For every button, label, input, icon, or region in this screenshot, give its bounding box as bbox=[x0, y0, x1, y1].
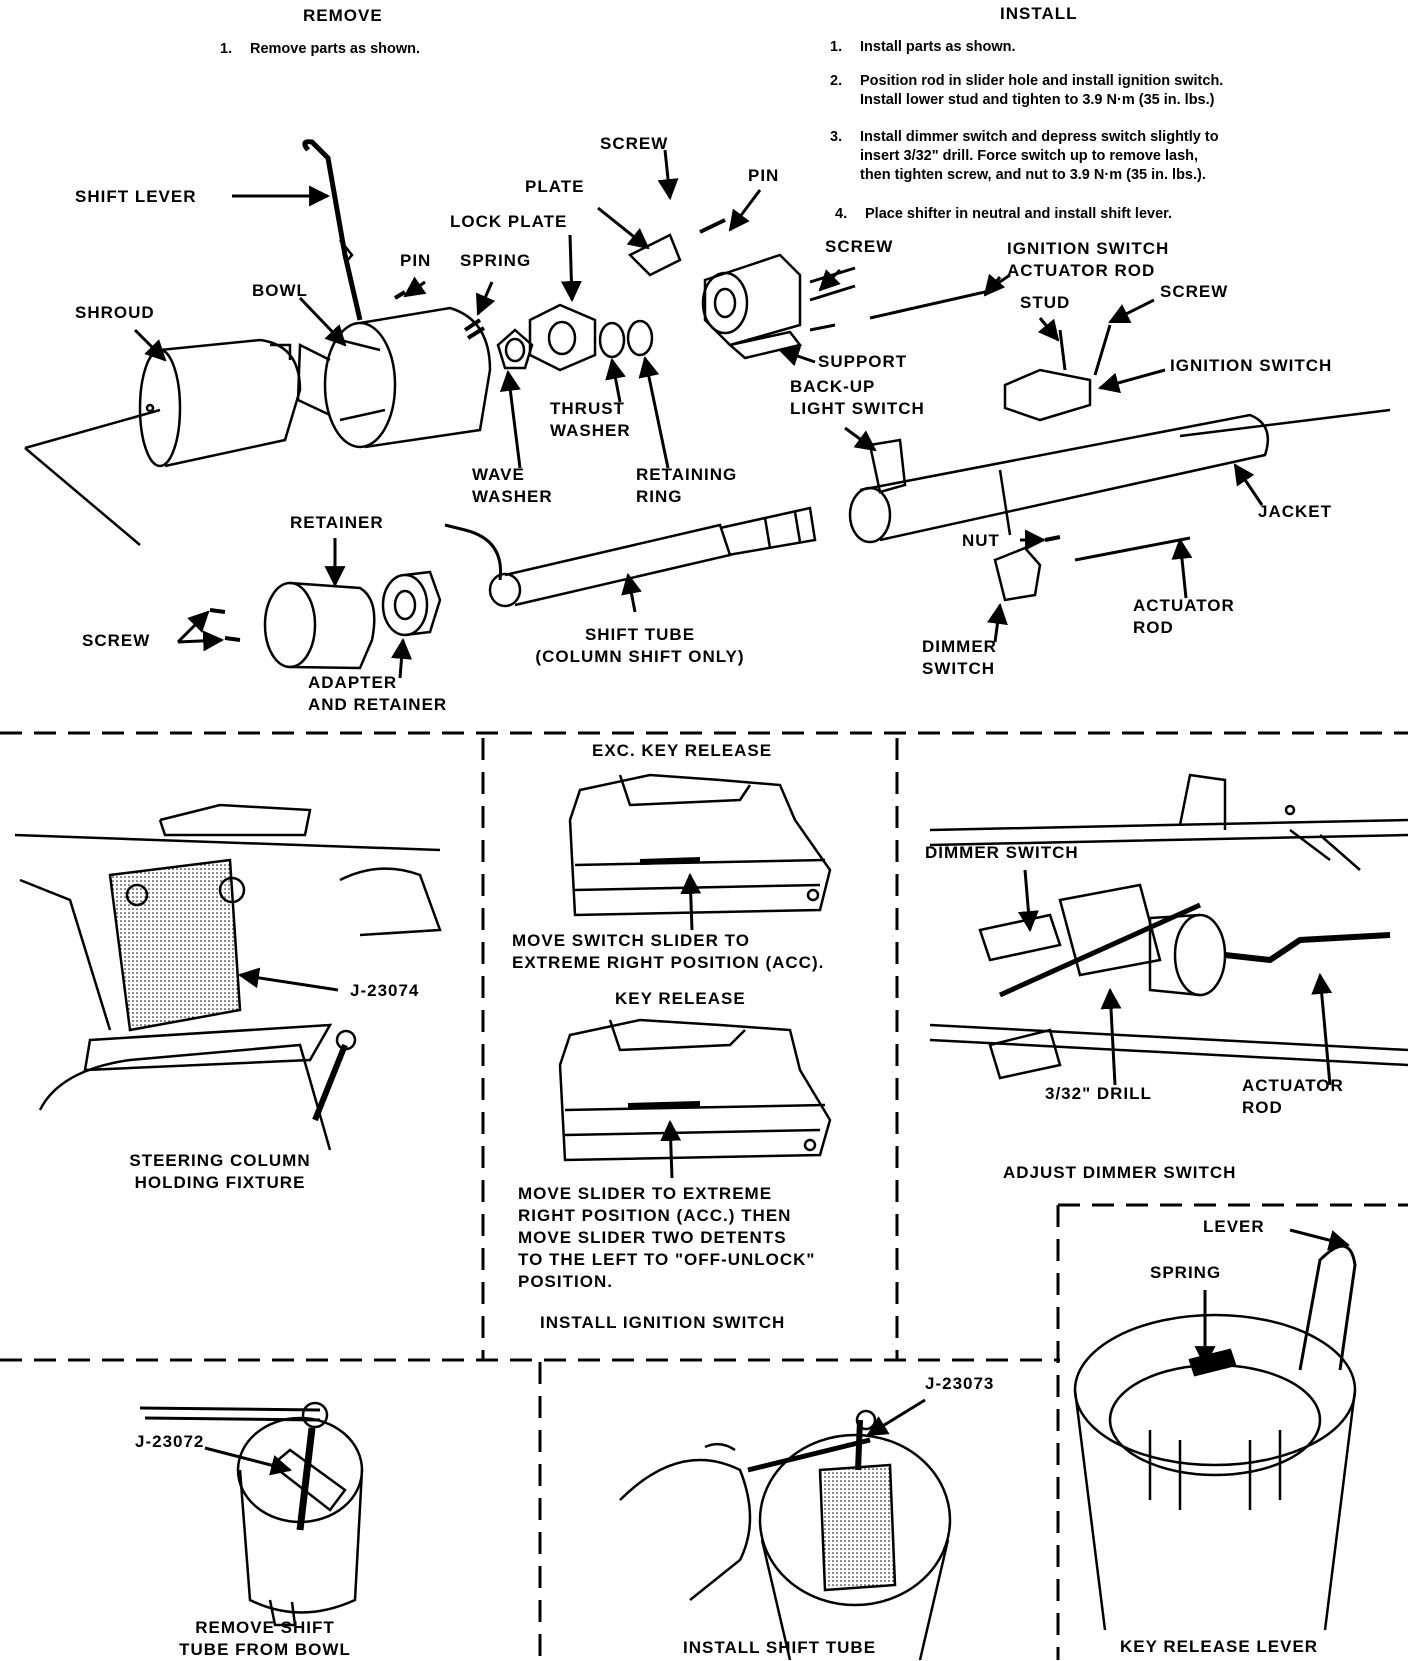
jacket-part bbox=[848, 413, 1270, 544]
label-backup-light-switch: BACK-UP LIGHT SWITCH bbox=[790, 377, 925, 418]
label-lock-plate: LOCK PLATE bbox=[450, 212, 568, 231]
install-step-3: 3.Install dimmer switch and depress swit… bbox=[830, 129, 1219, 183]
label-screw-ignition: SCREW bbox=[1160, 282, 1229, 301]
dimmer-actuator-rod-label: ACTUATOR ROD bbox=[1242, 1076, 1344, 1117]
key-release-lever-art bbox=[1073, 1244, 1357, 1631]
label-jacket: JACKET bbox=[1258, 502, 1333, 521]
exc-key-release-title: EXC. KEY RELEASE bbox=[592, 741, 773, 760]
shift-tube-part bbox=[444, 506, 817, 608]
label-shift-lever: SHIFT LEVER bbox=[75, 187, 197, 206]
adjust-dimmer-switch-caption: ADJUST DIMMER SWITCH bbox=[1003, 1163, 1237, 1182]
ignition-switch-exc-art bbox=[568, 773, 832, 917]
actuator-rod-part bbox=[1074, 536, 1191, 562]
label-screw-left: SCREW bbox=[82, 631, 151, 650]
ground-plane bbox=[24, 408, 1391, 546]
remove-shift-tube-caption: REMOVE SHIFT TUBE FROM BOWL bbox=[179, 1618, 351, 1659]
retainer-screws bbox=[209, 608, 241, 642]
drill-label: 3/32" DRILL bbox=[1045, 1084, 1152, 1103]
label-retaining-ring: RETAINING RING bbox=[636, 465, 738, 506]
label-adapter-retainer: ADAPTER AND RETAINER bbox=[308, 673, 448, 714]
tool-j23074-label: J-23074 bbox=[350, 981, 420, 1000]
exploded-view bbox=[24, 139, 1391, 679]
label-spring: SPRING bbox=[460, 251, 532, 270]
label-actuator-rod: ACTUATOR ROD bbox=[1133, 596, 1235, 637]
shift-lever-part bbox=[302, 139, 363, 321]
wave-washer-hole bbox=[504, 337, 526, 363]
remove-heading: REMOVE bbox=[303, 6, 383, 25]
dimmer-adjust-art bbox=[929, 773, 1408, 1080]
lever-label: LEVER bbox=[1203, 1217, 1265, 1236]
install-ignition-switch-caption: INSTALL IGNITION SWITCH bbox=[540, 1313, 786, 1332]
wave-washer-part bbox=[496, 328, 534, 370]
panel-dividers bbox=[0, 731, 1408, 1660]
label-pin-top: PIN bbox=[748, 166, 780, 185]
label-plate: PLATE bbox=[525, 177, 585, 196]
spring-label: SPRING bbox=[1150, 1263, 1222, 1282]
label-wave-washer: WAVE WASHER bbox=[472, 465, 553, 506]
label-dimmer-switch: DIMMER SWITCH bbox=[922, 637, 997, 678]
backup-light-switch-part bbox=[868, 438, 907, 494]
exc-key-release-caption: MOVE SWITCH SLIDER TO EXTREME RIGHT POSI… bbox=[512, 931, 825, 972]
tool-j23072-label: J-23072 bbox=[135, 1432, 205, 1451]
retainer-part bbox=[263, 581, 376, 670]
label-pin: PIN bbox=[400, 251, 432, 270]
pin-part bbox=[393, 290, 407, 300]
plate-part bbox=[627, 233, 682, 277]
label-stud: STUD bbox=[1020, 293, 1071, 312]
holding-fixture-caption: STEERING COLUMN HOLDING FIXTURE bbox=[129, 1151, 311, 1192]
install-step-2: 2.Position rod in slider hole and instal… bbox=[830, 73, 1224, 108]
panel-arrows bbox=[204, 869, 1351, 1476]
dimmer-switch-part bbox=[993, 546, 1042, 602]
nut-part bbox=[1044, 535, 1061, 542]
label-thrust-washer: THRUST WASHER bbox=[550, 399, 631, 440]
label-ignition-switch-actuator-rod: IGNITION SWITCH ACTUATOR ROD bbox=[1007, 239, 1170, 280]
install-heading: INSTALL bbox=[1000, 4, 1078, 23]
label-bowl: BOWL bbox=[252, 281, 308, 300]
retaining-ring-part bbox=[626, 319, 654, 357]
bowl-part bbox=[296, 306, 492, 449]
lock-plate-part bbox=[528, 303, 597, 372]
housing-support-part bbox=[701, 253, 803, 360]
install-shift-tube-art bbox=[619, 1409, 952, 1660]
key-release-title: KEY RELEASE bbox=[615, 989, 746, 1008]
label-screw-right: SCREW bbox=[825, 237, 894, 256]
install-step-1: 1.Install parts as shown. bbox=[830, 39, 1016, 55]
label-nut: NUT bbox=[962, 531, 1000, 550]
ignition-switch-key-art bbox=[558, 1018, 832, 1162]
ignition-actuator-rod-part bbox=[869, 273, 1011, 320]
adapter-part bbox=[381, 570, 442, 637]
label-screw-top: SCREW bbox=[600, 134, 669, 153]
label-ignition-switch: IGNITION SWITCH bbox=[1170, 356, 1333, 375]
install-shift-tube-caption: INSTALL SHIFT TUBE bbox=[683, 1638, 877, 1657]
label-shift-tube: SHIFT TUBE (COLUMN SHIFT ONLY) bbox=[535, 625, 745, 666]
label-shroud: SHROUD bbox=[75, 303, 155, 322]
spring-part bbox=[463, 318, 486, 340]
label-support: SUPPORT bbox=[818, 352, 908, 371]
tool-j23073-label: J-23073 bbox=[925, 1374, 995, 1393]
dimmer-switch-label: DIMMER SWITCH bbox=[925, 843, 1079, 862]
ignition-switch-part bbox=[1003, 368, 1092, 422]
leader-arrows bbox=[133, 149, 1264, 679]
label-retainer: RETAINER bbox=[290, 513, 384, 532]
key-release-lever-caption: KEY RELEASE LEVER bbox=[1120, 1637, 1319, 1656]
install-step-4: 4.Place shifter in neutral and install s… bbox=[835, 206, 1173, 222]
holding-fixture-art bbox=[14, 803, 442, 1151]
thrust-washer-part bbox=[598, 321, 626, 359]
remove-shift-tube-art bbox=[139, 1401, 364, 1627]
key-release-caption: MOVE SLIDER TO EXTREME RIGHT POSITION (A… bbox=[518, 1184, 816, 1291]
remove-step-1: 1.Remove parts as shown. bbox=[220, 41, 421, 57]
